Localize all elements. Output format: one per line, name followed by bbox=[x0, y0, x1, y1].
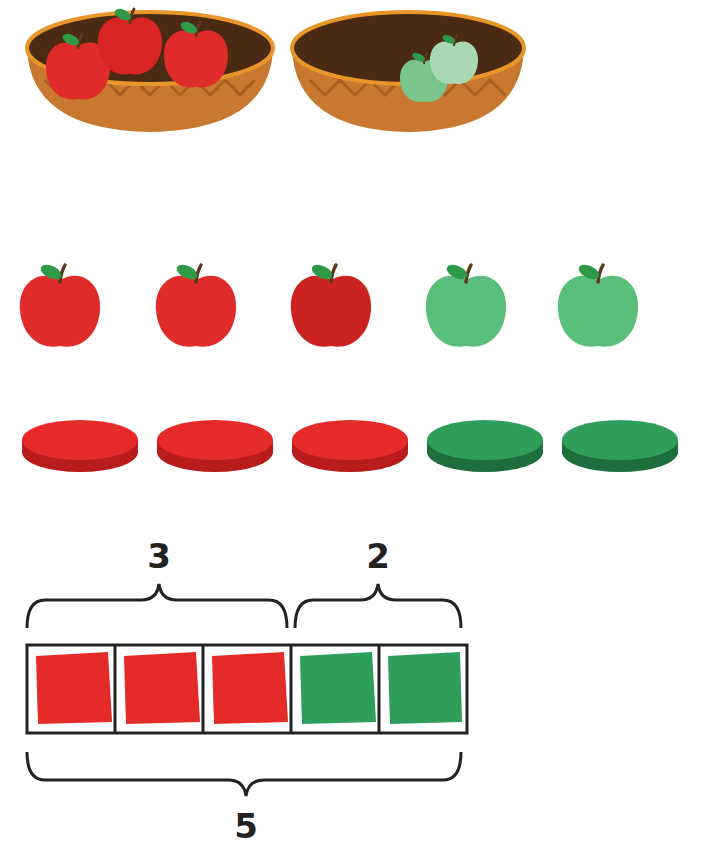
apple-row bbox=[20, 262, 638, 347]
part-count: 3 bbox=[147, 539, 171, 573]
part-count: 2 bbox=[366, 539, 390, 573]
part-count: 5 bbox=[234, 809, 258, 843]
bracket bbox=[27, 584, 461, 796]
basket bbox=[292, 12, 524, 132]
counter-row bbox=[22, 420, 678, 472]
bar-model bbox=[27, 645, 467, 733]
basket bbox=[27, 7, 273, 132]
